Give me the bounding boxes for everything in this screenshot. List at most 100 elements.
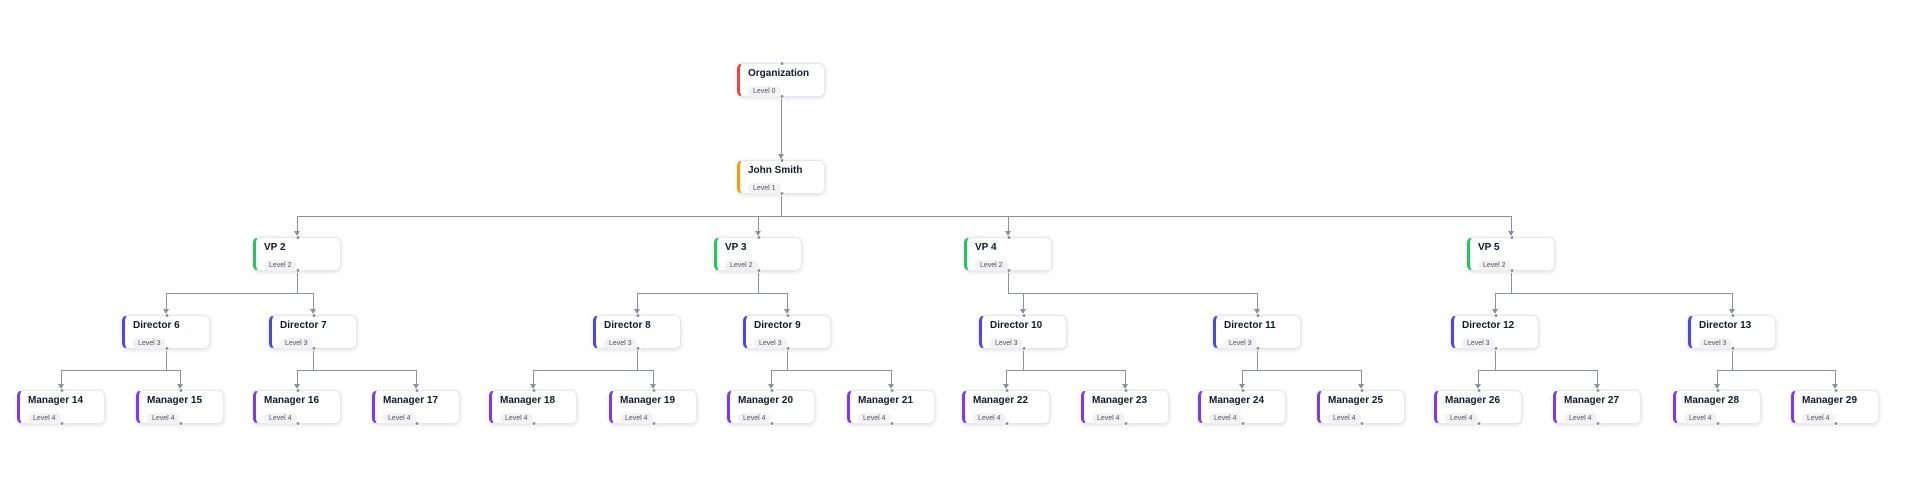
node-target-handle[interactable]: [59, 388, 65, 393]
node-source-handle[interactable]: [769, 421, 775, 426]
org-node[interactable]: Director 8 Level 3: [593, 313, 681, 351]
org-node[interactable]: Director 7 Level 3: [269, 313, 357, 351]
node-target-handle[interactable]: [1715, 388, 1721, 393]
node-source-handle[interactable]: [59, 421, 65, 426]
node-target-handle[interactable]: [414, 388, 420, 393]
node-target-handle[interactable]: [1493, 313, 1499, 318]
node-source-handle[interactable]: [779, 94, 785, 99]
node-source-handle[interactable]: [1006, 268, 1012, 273]
node-source-handle[interactable]: [1715, 421, 1721, 426]
org-node[interactable]: Manager 22 Level 4: [962, 388, 1050, 426]
org-node[interactable]: Director 9 Level 3: [743, 313, 831, 351]
node-target-handle[interactable]: [769, 388, 775, 393]
org-node[interactable]: Manager 25 Level 4: [1317, 388, 1405, 426]
node-source-handle[interactable]: [1359, 421, 1365, 426]
org-node[interactable]: Director 11 Level 3: [1213, 313, 1301, 351]
org-node[interactable]: Manager 21 Level 4: [847, 388, 935, 426]
org-node[interactable]: Manager 23 Level 4: [1081, 388, 1169, 426]
node-target-handle[interactable]: [164, 313, 170, 318]
node-source-handle[interactable]: [1004, 421, 1010, 426]
org-edge: [781, 194, 1512, 235]
node-target-handle[interactable]: [311, 313, 317, 318]
node-target-handle[interactable]: [1006, 235, 1012, 240]
org-edge-arrowhead: [1832, 384, 1838, 389]
node-source-handle[interactable]: [1509, 268, 1515, 273]
node-source-handle[interactable]: [295, 421, 301, 426]
node-source-handle[interactable]: [785, 346, 791, 351]
node-target-handle[interactable]: [1595, 388, 1601, 393]
node-target-handle[interactable]: [889, 388, 895, 393]
org-node[interactable]: Manager 20 Level 4: [727, 388, 815, 426]
node-target-handle[interactable]: [779, 61, 785, 66]
org-edge: [758, 194, 782, 235]
node-source-handle[interactable]: [295, 268, 301, 273]
node-target-handle[interactable]: [1021, 313, 1027, 318]
node-target-handle[interactable]: [1359, 388, 1365, 393]
node-level-badge: Level 4: [383, 413, 416, 424]
node-source-handle[interactable]: [1833, 421, 1839, 426]
org-node[interactable]: Organization Level 0: [737, 61, 825, 99]
node-source-handle[interactable]: [1476, 421, 1482, 426]
org-node[interactable]: Manager 18 Level 4: [489, 388, 577, 426]
org-node[interactable]: Manager 24 Level 4: [1198, 388, 1286, 426]
node-target-handle[interactable]: [531, 388, 537, 393]
org-node[interactable]: Manager 26 Level 4: [1434, 388, 1522, 426]
node-source-handle[interactable]: [311, 346, 317, 351]
node-target-handle[interactable]: [1123, 388, 1129, 393]
node-source-handle[interactable]: [779, 191, 785, 196]
org-node[interactable]: Manager 16 Level 4: [253, 388, 341, 426]
node-source-handle[interactable]: [635, 346, 641, 351]
node-source-handle[interactable]: [1730, 346, 1736, 351]
node-source-handle[interactable]: [414, 421, 420, 426]
node-source-handle[interactable]: [531, 421, 537, 426]
node-name-label: Director 9: [754, 320, 801, 331]
node-target-handle[interactable]: [1833, 388, 1839, 393]
node-source-handle[interactable]: [1021, 346, 1027, 351]
node-target-handle[interactable]: [1004, 388, 1010, 393]
org-node[interactable]: Manager 29 Level 4: [1791, 388, 1879, 426]
org-node[interactable]: Manager 15 Level 4: [136, 388, 224, 426]
node-source-handle[interactable]: [1595, 421, 1601, 426]
node-target-handle[interactable]: [1255, 313, 1261, 318]
node-source-handle[interactable]: [756, 268, 762, 273]
org-node[interactable]: Manager 27 Level 4: [1553, 388, 1641, 426]
org-node[interactable]: VP 4 Level 2: [964, 235, 1052, 273]
node-target-handle[interactable]: [178, 388, 184, 393]
org-node[interactable]: Manager 17 Level 4: [372, 388, 460, 426]
node-source-handle[interactable]: [1240, 421, 1246, 426]
org-node[interactable]: Manager 14 Level 4: [17, 388, 105, 426]
node-name-label: Manager 24: [1209, 395, 1265, 406]
node-target-handle[interactable]: [1730, 313, 1736, 318]
node-source-handle[interactable]: [651, 421, 657, 426]
node-source-handle[interactable]: [1123, 421, 1129, 426]
node-source-handle[interactable]: [164, 346, 170, 351]
org-node[interactable]: Manager 19 Level 4: [609, 388, 697, 426]
org-node[interactable]: Director 13 Level 3: [1688, 313, 1776, 351]
org-node[interactable]: VP 2 Level 2: [253, 235, 341, 273]
node-target-handle[interactable]: [651, 388, 657, 393]
node-target-handle[interactable]: [1509, 235, 1515, 240]
node-target-handle[interactable]: [785, 313, 791, 318]
node-source-handle[interactable]: [1255, 346, 1261, 351]
node-target-handle[interactable]: [779, 158, 785, 163]
node-source-handle[interactable]: [178, 421, 184, 426]
org-node[interactable]: Director 10 Level 3: [979, 313, 1067, 351]
node-target-handle[interactable]: [635, 313, 641, 318]
node-target-handle[interactable]: [295, 388, 301, 393]
org-node[interactable]: Manager 28 Level 4: [1673, 388, 1761, 426]
node-target-handle[interactable]: [1240, 388, 1246, 393]
node-name-label: Director 7: [280, 320, 327, 331]
org-node[interactable]: VP 5 Level 2: [1467, 235, 1555, 273]
org-node[interactable]: John Smith Level 1: [737, 158, 825, 196]
node-level-badge: Level 2: [975, 260, 1008, 271]
node-target-handle[interactable]: [1476, 388, 1482, 393]
node-target-handle[interactable]: [756, 235, 762, 240]
node-source-handle[interactable]: [1493, 346, 1499, 351]
node-name-label: Manager 23: [1092, 395, 1148, 406]
org-node[interactable]: Director 6 Level 3: [122, 313, 210, 351]
org-node[interactable]: VP 3 Level 2: [714, 235, 802, 273]
node-source-handle[interactable]: [889, 421, 895, 426]
node-target-handle[interactable]: [295, 235, 301, 240]
org-node[interactable]: Director 12 Level 3: [1451, 313, 1539, 351]
